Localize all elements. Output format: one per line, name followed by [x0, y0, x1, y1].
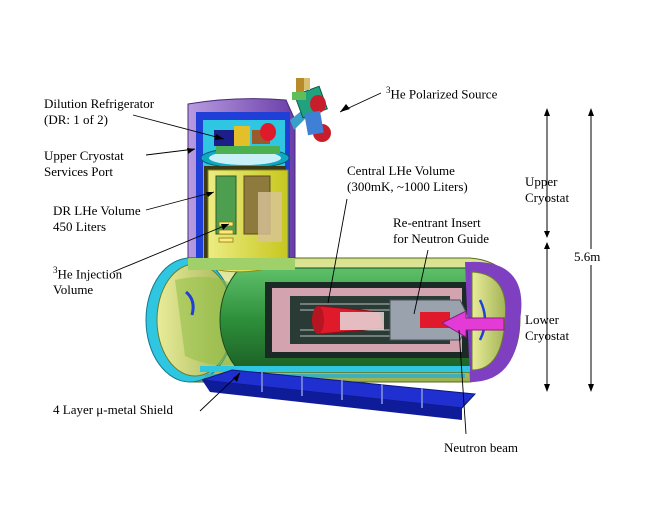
label-neutron-beam: Neutron beam [444, 440, 519, 455]
label-lower-cryostat-line2: Cryostat [525, 328, 570, 343]
label-reentrant-line2: for Neutron Guide [393, 231, 490, 246]
label-central-lhe-volume: Central LHe Volume (300mK, ~1000 Liters) [347, 163, 468, 195]
label-dr-lhe-volume: DR LHe Volume 450 Liters [53, 203, 141, 235]
label-he3-injection-volume: 3He Injection Volume [53, 262, 122, 298]
label-height-dimension: 5.6m [572, 249, 603, 265]
label-lower-cryostat-line1: Lower [525, 312, 559, 327]
label-upper-cryostat-services-line1: Upper Cryostat [44, 148, 124, 163]
label-he3-injection-superscript: 3 [53, 265, 58, 275]
label-upper-cryostat: Upper Cryostat [525, 174, 569, 206]
dimension-arrowheads [544, 108, 594, 392]
upper-cryostat [187, 98, 296, 273]
leader-arrowheads [187, 104, 350, 382]
label-upper-cryostat-services-port: Upper Cryostat Services Port [44, 148, 124, 180]
label-dr-lhe-volume-line1: DR LHe Volume [53, 203, 141, 218]
label-dr-lhe-volume-line2: 450 Liters [53, 219, 107, 234]
label-he3-polarized-source: 3He Polarized Source [386, 82, 497, 102]
label-central-lhe-line2: (300mK, ~1000 Liters) [347, 179, 468, 194]
support-base [201, 369, 477, 420]
label-he3-injection-text: He Injection [57, 266, 123, 282]
label-he3-source-text: He Polarized Source [390, 86, 498, 102]
label-reentrant-insert: Re-entrant Insert for Neutron Guide [393, 215, 489, 247]
label-dilution-refrigerator-line1: Dilution Refrigerator [44, 96, 155, 111]
label-he3-source-superscript: 3 [386, 85, 391, 95]
label-upper-cryostat-line2: Cryostat [525, 190, 570, 205]
label-he3-injection-line2: Volume [53, 282, 94, 298]
label-dilution-refrigerator: Dilution Refrigerator (DR: 1 of 2) [44, 96, 154, 128]
label-mu-metal-shield: 4 Layer μ-metal Shield [53, 402, 173, 417]
label-central-lhe-line1: Central LHe Volume [347, 163, 455, 178]
neutron-beam-arrow [440, 310, 505, 338]
label-upper-cryostat-services-line2: Services Port [44, 164, 113, 179]
he3-source-plumbing [290, 78, 331, 142]
label-upper-cryostat-line1: Upper [525, 174, 558, 189]
label-he3-injection-line1: 3He Injection [53, 262, 122, 282]
label-reentrant-line1: Re-entrant Insert [393, 215, 481, 230]
label-lower-cryostat: Lower Cryostat [525, 312, 569, 344]
label-dilution-refrigerator-line2: (DR: 1 of 2) [44, 112, 108, 127]
